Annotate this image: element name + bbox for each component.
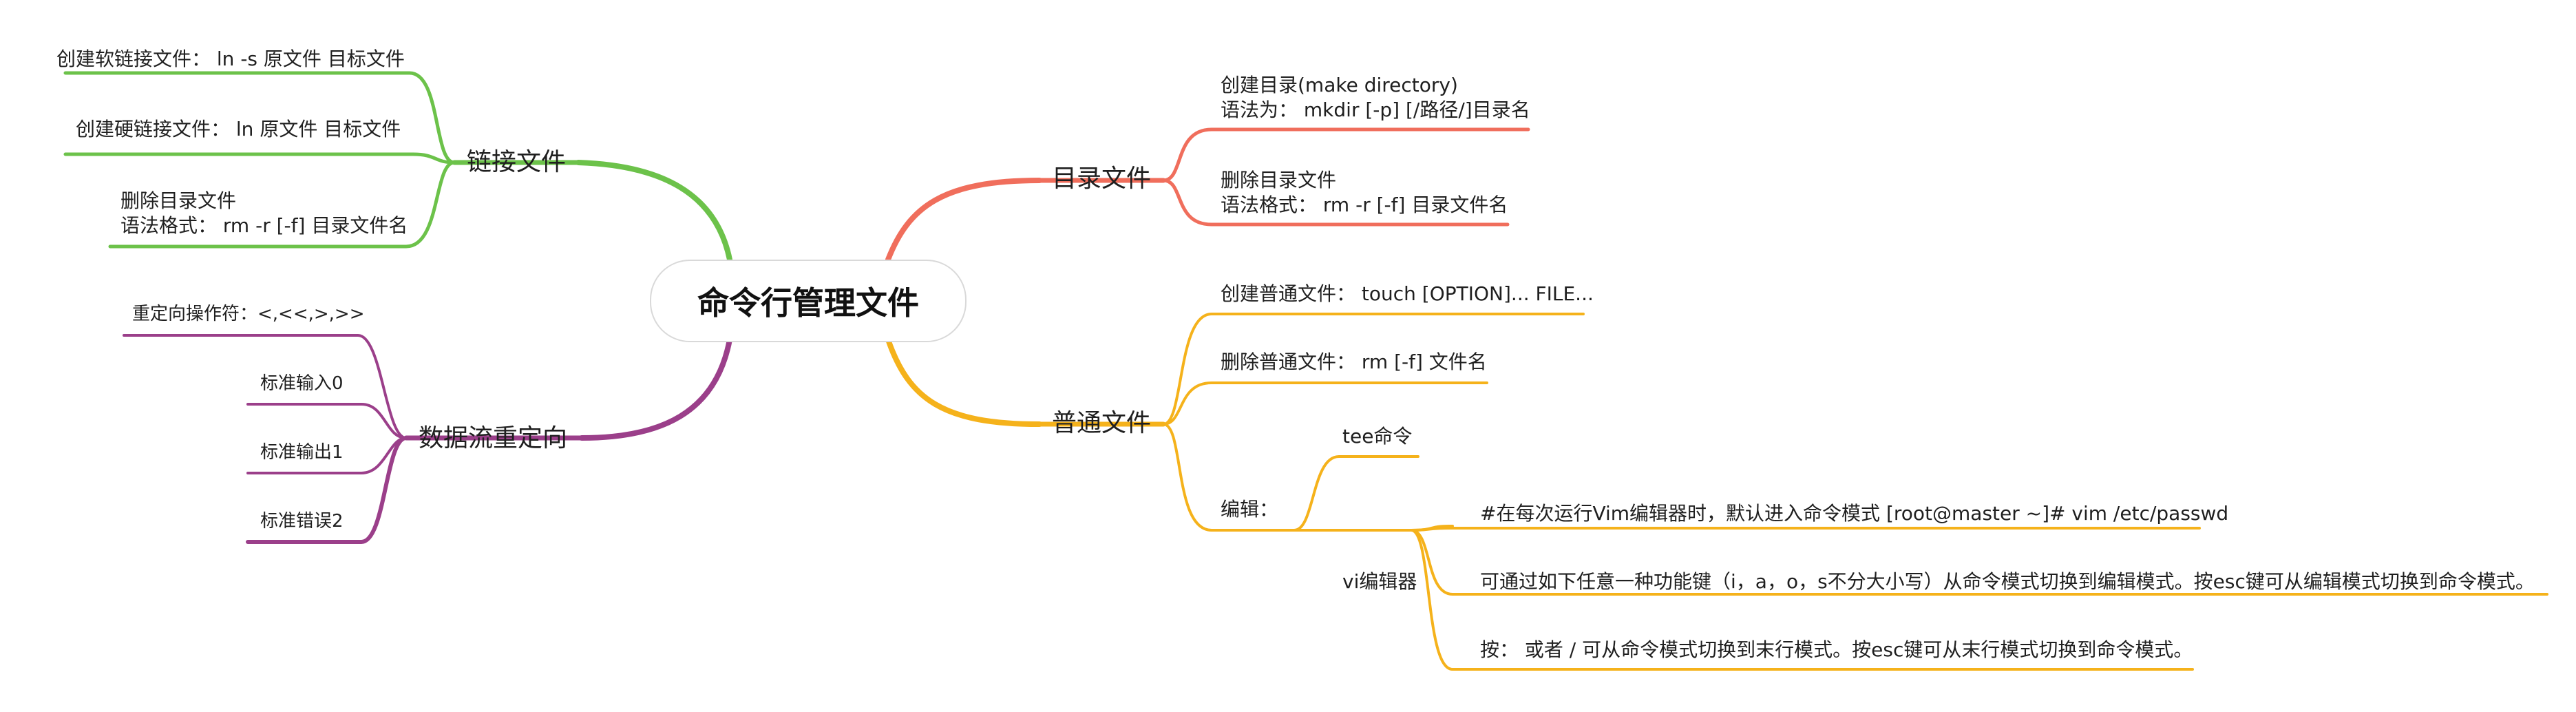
vi-default-mode-item[interactable]: #在每次运行Vim编辑器时，默认进入命令模式 [root@master ~]# … <box>1480 502 2229 525</box>
directory-delete-line2: 语法格式： rm -r [-f] 目录文件名 <box>1221 193 1508 216</box>
file-delete-item[interactable]: 删除普通文件： rm [-f] 文件名 <box>1221 350 1487 373</box>
vi-insert-mode-item[interactable]: 可通过如下任意一种功能键（i，a，o，s不分大小写）从命令模式切换到编辑模式。按… <box>1480 570 2535 593</box>
redirect-operators-item[interactable]: 重定向操作符：<,<<,>,>> <box>132 304 365 324</box>
directory-delete-item[interactable]: 删除目录文件 语法格式： rm -r [-f] 目录文件名 <box>1221 168 1508 218</box>
data-stream-title[interactable]: 数据流重定向 <box>419 424 568 452</box>
stderr-item[interactable]: 标准错误2 <box>260 511 344 532</box>
soft-link-item[interactable]: 创建软链接文件： ln -s 原文件 目标文件 <box>56 48 405 70</box>
regular-file-connectors <box>885 313 2548 671</box>
tee-command-item[interactable]: tee命令 <box>1342 425 1413 448</box>
link-delete-line1: 删除目录文件 <box>120 189 237 212</box>
edit-label[interactable]: 编辑： <box>1221 498 1279 521</box>
hard-link-item[interactable]: 创建硬链接文件： ln 原文件 目标文件 <box>76 118 401 140</box>
link-delete-line2: 语法格式： rm -r [-f] 目录文件名 <box>120 214 408 237</box>
stdin-item[interactable]: 标准输入0 <box>260 373 344 394</box>
directory-delete-line1: 删除目录文件 <box>1221 169 1337 191</box>
link-delete-item[interactable]: 删除目录文件 语法格式： rm -r [-f] 目录文件名 <box>120 189 408 238</box>
directory-title[interactable]: 目录文件 <box>1052 165 1152 193</box>
vi-last-line-mode-item[interactable]: 按： 或者 / 可从命令模式切换到末行模式。按esc键可从末行模式切换到命令模式… <box>1480 638 2193 661</box>
root-title: 命令行管理文件 <box>697 284 919 322</box>
directory-create-item[interactable]: 创建目录(make directory) 语法为： mkdir [-p] [/路… <box>1221 73 1530 123</box>
data-stream-connectors <box>123 334 732 544</box>
stdout-item[interactable]: 标准输出1 <box>260 442 344 463</box>
directory-create-line1: 创建目录(make directory) <box>1221 74 1458 96</box>
vi-editor-label[interactable]: vi编辑器 <box>1342 570 1417 593</box>
file-create-item[interactable]: 创建普通文件： touch [OPTION]... FILE... <box>1221 282 1594 305</box>
link-files-connectors <box>63 71 732 262</box>
directory-connectors <box>885 127 1530 262</box>
regular-file-title[interactable]: 普通文件 <box>1052 409 1152 437</box>
directory-create-line2: 语法为： mkdir [-p] [/路径/]目录名 <box>1221 98 1530 121</box>
root-node[interactable]: 命令行管理文件 <box>650 260 967 342</box>
link-files-title[interactable]: 链接文件 <box>467 148 567 176</box>
